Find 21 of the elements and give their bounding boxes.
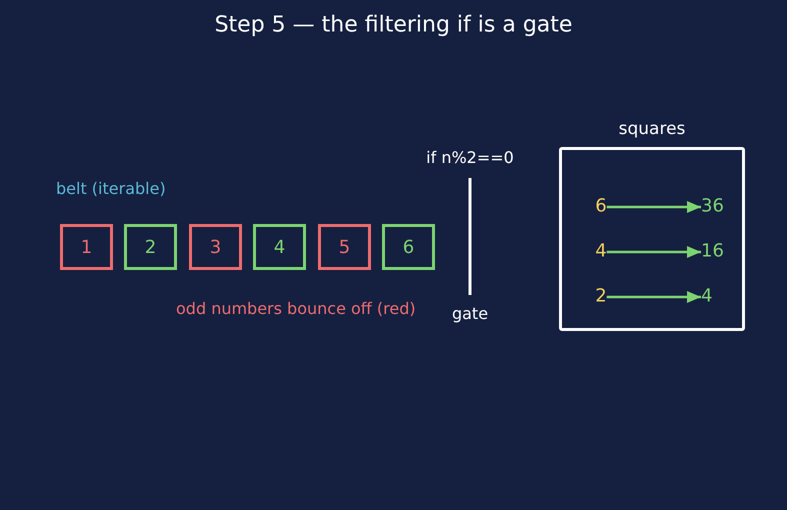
number-tile: 2 (124, 224, 177, 270)
panel-title: squares (618, 120, 686, 140)
arrow (606, 291, 701, 303)
gate-condition: if n%2==0 (426, 148, 514, 168)
diagram-title: Step 5 — the filtering if is a gate (214, 12, 572, 38)
input-value: 2 (595, 286, 607, 308)
input-value: 4 (595, 242, 607, 262)
gate-caption: gate (452, 304, 488, 324)
arrow (606, 246, 701, 258)
number-tile: 3 (189, 224, 242, 270)
input-value: 6 (595, 196, 607, 218)
number-tile: 6 (382, 224, 435, 270)
squared-value: 36 (701, 196, 724, 218)
belt-caption: belt (iterable) (56, 180, 166, 198)
squared-value: 16 (701, 242, 724, 262)
number-tile: 4 (253, 224, 306, 270)
number-tile: 5 (318, 224, 371, 270)
arrow (606, 201, 701, 213)
squared-value: 4 (701, 286, 712, 308)
number-tile: 1 (60, 224, 113, 270)
note-text: odd numbers bounce off (red) (176, 300, 416, 318)
